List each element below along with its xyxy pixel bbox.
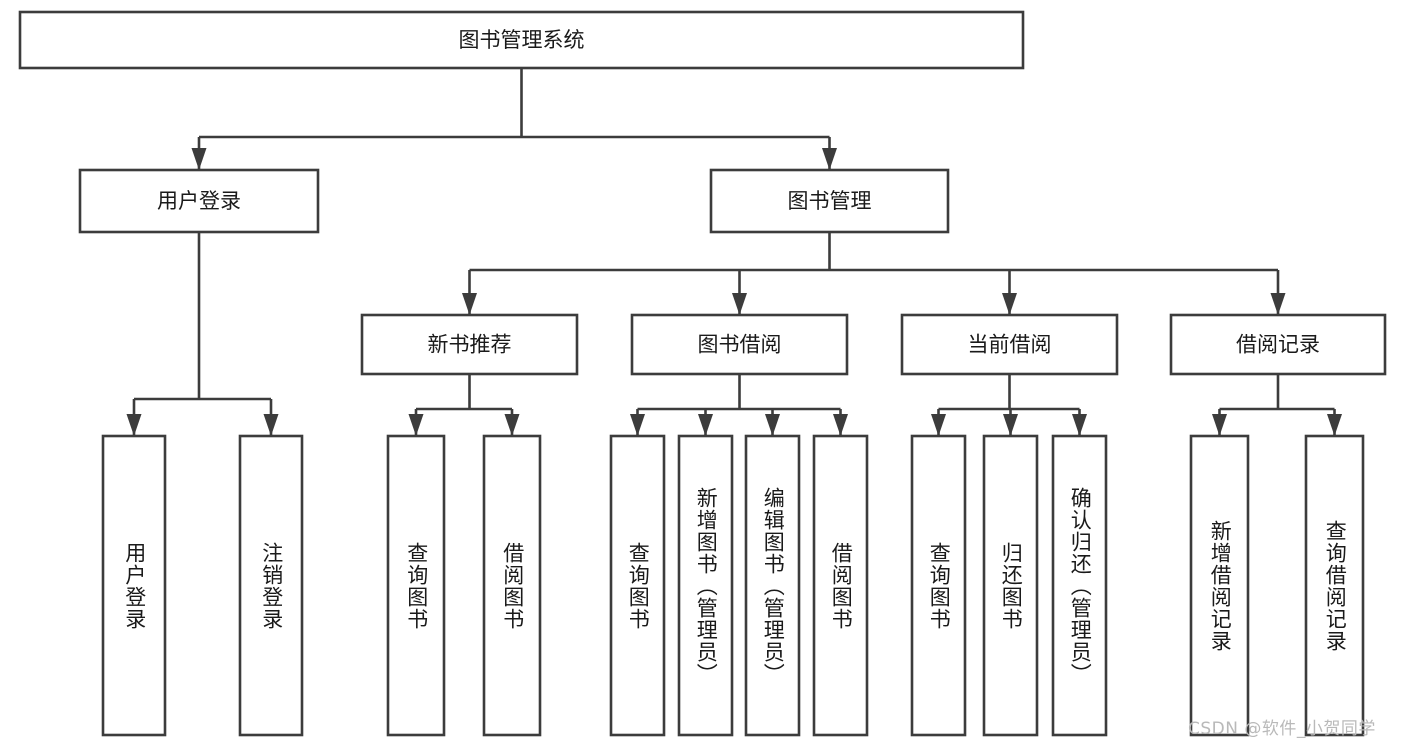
arrow-head-icon [833,414,848,436]
arrow-head-icon [263,414,279,436]
arrow-head-icon [732,293,747,315]
node-leaf-return-book[interactable] [982,434,1039,737]
node-leaf-user-login[interactable] [101,434,167,737]
node-leaf-confirm-return[interactable] [1051,434,1108,737]
node-box [609,434,666,737]
node-box [18,10,1025,70]
node-book-admin[interactable]: 图书管理 [709,168,950,234]
arrow-head-icon [931,414,946,436]
node-root[interactable]: 图书管理系统 [18,10,1025,70]
arrow-head-icon [822,148,837,170]
arrow-head-icon [1212,414,1227,436]
node-current-borrow[interactable]: 当前借阅 [900,313,1119,376]
node-box [900,313,1119,376]
node-leaf-borrow-book-rec[interactable] [482,434,542,737]
arrow-head-icon [698,414,713,436]
arrow-head-icon [1327,414,1342,436]
arrow-head-icon [504,414,520,436]
node-book-borrow[interactable]: 图书借阅 [630,313,849,376]
node-leaf-edit-book[interactable] [744,434,801,737]
node-label: 当前借阅 [968,333,1052,357]
node-label: 新书推荐 [428,333,512,357]
node-new-book-rec[interactable]: 新书推荐 [360,313,579,376]
arrow-head-icon [1072,414,1087,436]
arrow-head-icon [126,414,142,436]
node-box [1051,434,1108,737]
node-box [744,434,801,737]
node-leaf-query-book[interactable] [609,434,666,737]
node-box [982,434,1039,737]
node-label: 借阅记录 [1236,333,1320,357]
node-box [709,168,950,234]
watermark-text: CSDN @软件_小贺同学 [1188,719,1376,739]
connectors-layer [126,68,1342,436]
node-box [812,434,869,737]
arrow-head-icon [765,414,780,436]
arrow-head-icon [630,414,645,436]
node-leaf-borrow-book[interactable] [812,434,869,737]
node-box [482,434,542,737]
node-label: 用户登录 [157,189,241,213]
arrow-head-icon [1002,293,1017,315]
node-box [360,313,579,376]
node-leaf-add-record[interactable] [1189,434,1250,737]
node-user-login[interactable]: 用户登录 [78,168,320,234]
node-box [101,434,167,737]
node-leaf-query-book-cur[interactable] [910,434,967,737]
node-box [677,434,734,737]
node-leaf-query-book-rec[interactable] [386,434,446,737]
arrow-head-icon [462,293,477,315]
node-leaf-query-record[interactable] [1304,434,1365,737]
arrow-head-icon [1270,293,1286,315]
node-box [630,313,849,376]
node-box [910,434,967,737]
node-box [1169,313,1387,376]
node-label: 图书管理系统 [459,28,585,52]
node-box [1304,434,1365,737]
node-borrow-record[interactable]: 借阅记录 [1169,313,1387,376]
arrow-head-icon [191,148,207,170]
node-box [238,434,304,737]
arrow-head-icon [408,414,424,436]
node-box [78,168,320,234]
node-leaf-user-logout[interactable] [238,434,304,737]
node-label: 图书管理 [788,189,872,213]
node-leaf-add-book[interactable] [677,434,734,737]
node-box [1189,434,1250,737]
arrow-head-icon [1003,414,1018,436]
node-label: 图书借阅 [698,333,782,357]
node-box [386,434,446,737]
